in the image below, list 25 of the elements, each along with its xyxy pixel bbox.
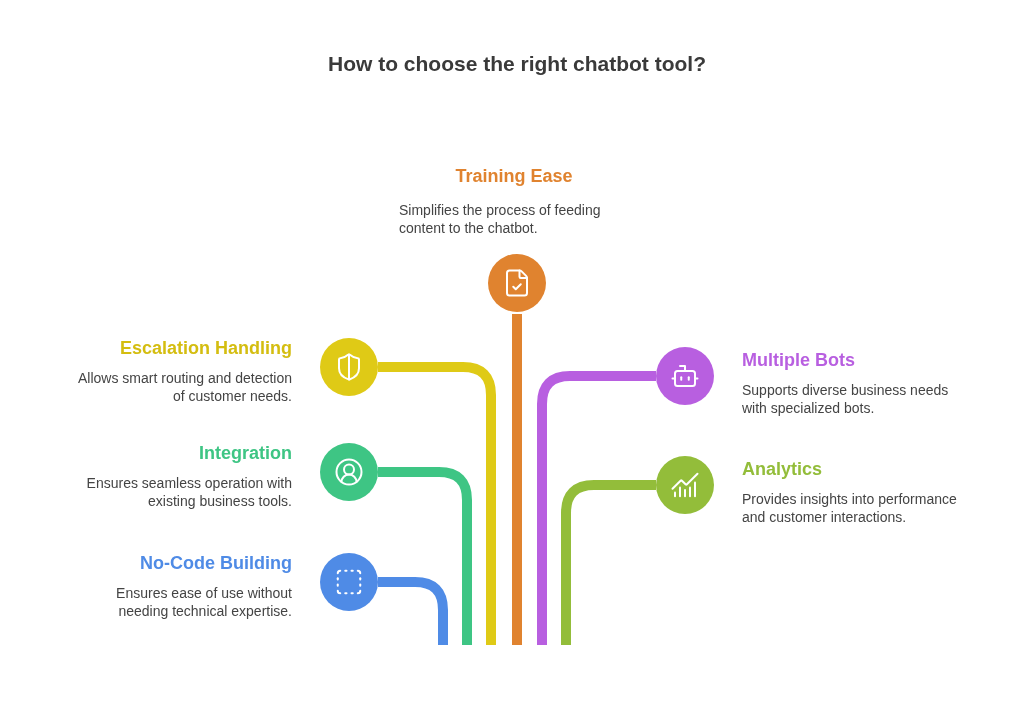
heading: Integration xyxy=(198,442,292,464)
description: Ensures ease of use without needing technical expertise. xyxy=(115,584,292,620)
connector-line xyxy=(561,480,656,645)
connector-line xyxy=(378,362,496,645)
connector-line xyxy=(378,467,472,645)
icon-circle xyxy=(320,443,378,501)
description: Provides insights into performance and customer interactions. xyxy=(742,490,958,526)
description: Supports diverse business needs with specialized bots. xyxy=(742,381,950,417)
description: Ensures seamless operation with existing business tools. xyxy=(85,474,292,510)
icon-circle xyxy=(656,456,714,514)
description: Simplifies the process of feeding content to the chatbot. xyxy=(399,201,602,237)
title: How to choose the right chatbot tool? xyxy=(327,52,707,76)
heading: Training Ease xyxy=(454,165,574,187)
connector-line xyxy=(378,577,448,645)
heading: Escalation Handling xyxy=(118,337,292,359)
icon-circle xyxy=(320,338,378,396)
connector-line xyxy=(512,314,522,645)
heading: No-Code Building xyxy=(139,552,292,574)
heading: Multiple Bots xyxy=(742,349,856,371)
description: Allows smart routing and detection of customer needs. xyxy=(77,369,292,405)
icon-circle xyxy=(488,254,546,312)
connector-line xyxy=(537,371,656,645)
icon-circle xyxy=(320,553,378,611)
heading: Analytics xyxy=(742,458,824,480)
icon-circle xyxy=(656,347,714,405)
